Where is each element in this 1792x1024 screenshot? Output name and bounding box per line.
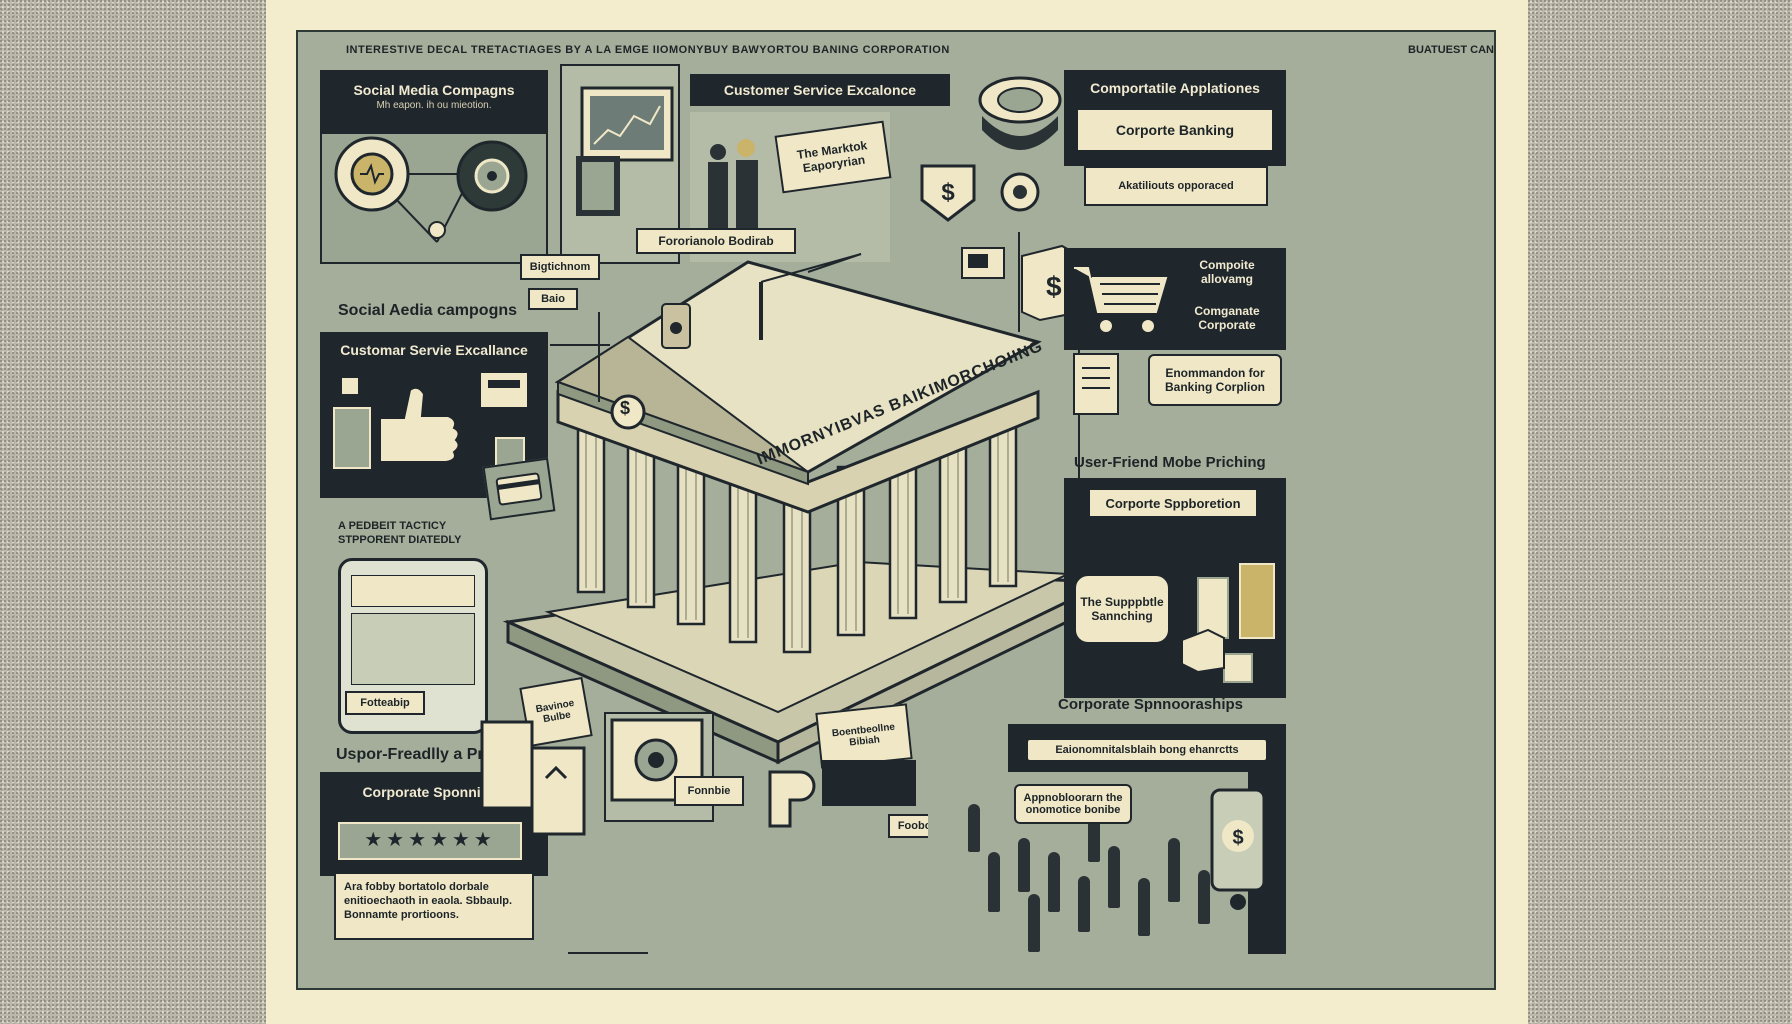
vault-icon — [978, 76, 1062, 212]
poster-title: INTERESTIVE DECAL TRETACTIAGES BY A LA E… — [346, 44, 950, 56]
camera-monitor-icon — [610, 718, 704, 802]
svg-text:$: $ — [941, 179, 955, 206]
bank-seal-symbol: $ — [620, 398, 631, 418]
allocation-label-2: Comganate Corporate — [1194, 304, 1260, 332]
buildings-icon — [1197, 563, 1275, 683]
phone-icon — [661, 303, 691, 349]
note-card: Ara fobby bortatolo dorbale enitioechaot… — [334, 872, 534, 940]
allocation-panel: Compoite allovamg Comganate Corporate — [1064, 248, 1286, 350]
pricing-caption: Uspor-Freadlly a Pricing — [336, 746, 521, 763]
crowd-sign: Appnobloorarn the onomotice bonibe — [1014, 784, 1132, 824]
crowd-pill[interactable]: Eaionomnitalsblaih bong ehanrctts — [1026, 738, 1268, 762]
document-icon — [1073, 353, 1119, 415]
phone-tag[interactable]: Fotteabip — [345, 691, 425, 715]
allocation-label-1: Compoite allovamg — [1199, 258, 1255, 286]
thumbs-up-icon — [333, 371, 529, 469]
customer-service-banner: Customer Service Excalonce — [690, 74, 950, 106]
social-media-panel: Social Media Compagns Mh eapon. ih ou mi… — [320, 70, 548, 264]
star-rating[interactable]: ★★★★★★ — [338, 822, 522, 860]
applications-note: Akatiliouts opporaced — [1084, 166, 1268, 206]
money-icon — [961, 247, 1005, 279]
customer-service-panel-title: Customar Servie Excallance — [340, 342, 528, 358]
credit-card-icon — [495, 472, 543, 506]
vault-illustration — [960, 72, 1080, 232]
svg-text:$: $ — [1232, 827, 1243, 849]
social-network-illustration — [334, 136, 528, 243]
tactic-label-1: A PEDBEIT TACTICY — [338, 520, 447, 532]
right-speech-bubble: Enommandon for Banking Corplion — [1148, 354, 1282, 406]
monitor-tag[interactable]: Fonnbie — [674, 776, 744, 806]
tactic-label-2: STPPORENT DIATEDLY — [338, 534, 462, 546]
tag-fororianolo[interactable]: Fororianolo Bodirab — [636, 228, 796, 254]
kiosk-desk — [822, 760, 916, 806]
shopping-cart-icon — [1074, 267, 1168, 332]
sponsorship-panel-title: Corporate Sponnings — [362, 784, 506, 800]
mobile-dollar-icon: $ — [1210, 788, 1266, 910]
monitor-icon — [576, 86, 674, 216]
phone-header-bar — [351, 575, 475, 607]
textured-margin-left — [0, 0, 266, 1024]
sponsorship-caption: Corporate Spnnooraships — [1058, 696, 1244, 713]
textured-margin-right — [1528, 0, 1792, 1024]
infographic-board: INTERESTIVE DECAL TRETACTIAGES BY A LA E… — [296, 30, 1496, 990]
small-building-icon — [1181, 628, 1225, 674]
poster-title-right: BUATUEST CAN — [1408, 44, 1494, 56]
applications-panel: Comportatile Applationes Corporte Bankin… — [1064, 70, 1286, 166]
connector-line — [550, 344, 610, 346]
dollar-shield-icon: $ — [920, 164, 976, 222]
social-caption: Social Aedia campogns — [338, 302, 518, 319]
sponsorship-app-panel: Corporte Sppboretion The Supppbtle Sannc… — [1064, 478, 1286, 698]
applications-title: Comportatile Applationes — [1090, 80, 1260, 96]
pricing-title: User-Friend Mobe Priching — [1074, 454, 1266, 471]
sponsorship-app-button[interactable]: Corporte Sppboretion — [1088, 488, 1258, 518]
social-panel-scene — [322, 134, 546, 262]
kiosk-tag[interactable]: Boentbeollne Bibiah — [815, 703, 913, 769]
tag-bigtichnom[interactable]: Bigtichnom — [520, 254, 600, 280]
connector-line — [598, 312, 600, 402]
connector-line — [568, 952, 648, 954]
people-crowd-icon — [928, 772, 1248, 972]
phone-mockup: Fotteabip — [338, 558, 488, 734]
atm-icon — [480, 720, 586, 836]
tag-baio[interactable]: Baio — [528, 288, 578, 310]
business-people-icon — [708, 139, 758, 230]
social-panel-subtitle: Mh eapon. ih ou mieotion. — [376, 100, 492, 111]
social-panel-title: Social Media Compagns — [353, 82, 515, 98]
wrench-icon — [768, 770, 816, 828]
svg-text:$: $ — [1046, 271, 1062, 302]
right-speech-bubble-2: The Supppbtle Sannching — [1074, 574, 1170, 644]
corporate-banking-button[interactable]: Corporte Banking — [1078, 110, 1272, 150]
connector-line — [1018, 232, 1020, 332]
phone-image-area — [351, 613, 475, 685]
card-icon — [482, 457, 556, 521]
